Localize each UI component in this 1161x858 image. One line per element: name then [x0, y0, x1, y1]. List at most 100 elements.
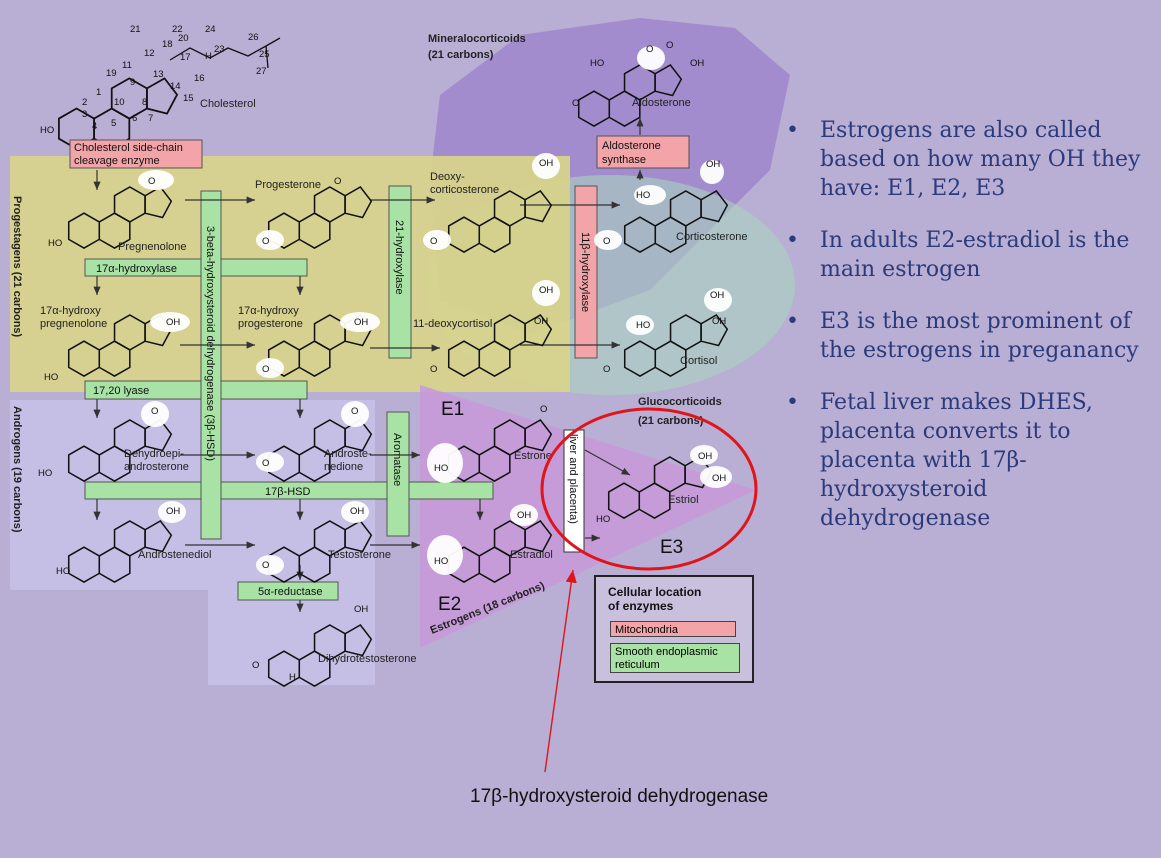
estrone-label: Estrone	[514, 450, 552, 462]
atom-oh: OH	[166, 506, 180, 517]
reductase-5a-box	[237, 581, 339, 601]
mineralocorticoids-label: Mineralocorticoids	[428, 33, 526, 45]
enzyme-pointer-arrow	[544, 569, 577, 773]
atom-oh: OH	[539, 158, 553, 169]
testosterone-label: Testosterone	[328, 549, 391, 561]
carbon-number-3: 3	[82, 109, 87, 120]
enzyme-caption: 17β-hydroxysteroid dehydrogenase	[470, 786, 769, 807]
bullet-text: In adults E2-estradiol is the main estro…	[820, 228, 1130, 282]
atom-o: O	[430, 236, 437, 247]
carbon-number-8: 8	[142, 97, 147, 108]
carbon-number-2: 2	[82, 97, 87, 108]
atom-ho: HO	[590, 58, 604, 69]
atom-o: O	[252, 660, 259, 671]
atom-ho: HO	[56, 566, 70, 577]
carbon-number-9: 9	[130, 77, 135, 88]
side-chain-enzyme-line1: Cholesterol side-chain	[74, 142, 183, 154]
carbon-number-22: 22	[172, 24, 183, 35]
atom-ho: HO	[434, 463, 448, 474]
aldosterone-synthase-box	[596, 135, 690, 169]
bullet-dot-icon: •	[786, 228, 799, 253]
atom-o: O	[351, 406, 358, 417]
atom-ho: HO	[38, 468, 52, 479]
estradiol-label: Estradiol	[510, 549, 553, 561]
atom-h: H	[289, 672, 296, 683]
marker-e2: E2	[438, 594, 461, 615]
carbon-number-14: 14	[170, 81, 181, 92]
atom-oh: OH	[712, 473, 726, 484]
carbon-number-6: 6	[132, 113, 137, 124]
carbon-number-4: 4	[92, 121, 97, 132]
side-chain-enzyme-box	[69, 139, 203, 169]
atom-oh: OH	[710, 290, 724, 301]
bullet-item: • Estrogens are also called based on how …	[786, 116, 1156, 203]
bullet-text: Fetal liver makes DHES, placenta convert…	[820, 390, 1093, 531]
atom-o: O	[666, 40, 673, 51]
atom-o: O	[646, 44, 653, 55]
bullet-item: •E3 is the most prominent of the estroge…	[786, 307, 1156, 365]
deoxycortisol-label: 11-deoxycortisol	[413, 318, 492, 330]
bullet-dot-icon: •	[786, 118, 799, 143]
atom-o: O	[262, 364, 269, 375]
hsd-17b-label: 17β-HSD	[265, 486, 311, 498]
atom-oh: OH	[350, 506, 364, 517]
lyase-1720-label: 17,20 lyase	[93, 385, 149, 397]
hydroxy-preg-line2: pregnenolone	[40, 318, 107, 330]
dhea-line1: Dehydroepi-	[124, 448, 184, 460]
marker-e1: E1	[441, 399, 464, 420]
carbon-number-27: 27	[256, 66, 267, 77]
androstenedione-line1: Androste-	[324, 448, 372, 460]
atom-o: O	[603, 364, 610, 375]
carbon-number-16: 16	[194, 73, 205, 84]
atom-ho: HO	[596, 514, 610, 525]
carbon-number-23: 23	[214, 44, 225, 55]
atom-oh: OH	[698, 451, 712, 462]
bullet-text: Estrogens are also called based on how m…	[820, 118, 1141, 201]
atom-o: O	[262, 236, 269, 247]
carbon-number-5: 5	[111, 118, 116, 129]
legend-mitochondria: Mitochondria	[610, 621, 736, 637]
androstenediol-label: Androstenediol	[138, 549, 211, 561]
aldosterone-synthase-line2: synthase	[602, 154, 646, 166]
carbon-number-26: 26	[248, 32, 259, 43]
atom-labels: O HO O O OH O HO OH O O O HO OH O OH HO …	[38, 40, 726, 683]
hydroxy-prog-line2: progesterone	[238, 318, 303, 330]
estriol-label: Estriol	[668, 494, 699, 506]
corticosterone-label: Corticosterone	[676, 231, 748, 243]
hydroxylase-17a-label: 17α-hydroxylase	[96, 263, 177, 275]
atom-o: O	[430, 364, 437, 375]
carbon-number-13: 13	[153, 69, 164, 80]
hydroxylase-11b-label: 11β-hydroxylase	[579, 232, 591, 312]
hydroxylase-21-label: 21-hydroxylase	[393, 220, 405, 295]
functional-group-highlights	[138, 46, 732, 575]
androstenedione-line2: nedione	[324, 461, 363, 473]
atom-oh: OH	[354, 317, 368, 328]
lyase-1720-box	[84, 380, 308, 400]
bullet-item: • In adults E2-estradiol is the main estr…	[786, 226, 1156, 284]
side-chain-enzyme-line2: cleavage enzyme	[74, 155, 160, 167]
atom-oh: OH	[539, 285, 553, 296]
dhea-line2: androsterone	[124, 461, 189, 473]
mineralocorticoids-sublabel: (21 carbons)	[428, 49, 494, 61]
carbon-number-25: 25	[259, 49, 270, 60]
cortisol-label: Cortisol	[680, 355, 717, 367]
aromatase-label: Aromatase	[391, 433, 403, 486]
cholesterol-h: H	[205, 51, 212, 62]
carbon-number-15: 15	[183, 93, 194, 104]
atom-ho: HO	[636, 190, 650, 201]
atom-o: O	[262, 560, 269, 571]
aromatase-box	[386, 411, 410, 537]
carbon-number-12: 12	[144, 48, 155, 59]
atom-oh: OH	[712, 316, 726, 327]
e3-highlight-circle	[540, 407, 758, 571]
bullet-text: E3 is the most prominent of the estrogen…	[820, 309, 1139, 363]
atom-oh: OH	[354, 604, 368, 615]
atom-oh: OH	[166, 317, 180, 328]
androgens-region	[10, 400, 375, 685]
atom-ho: HO	[434, 556, 448, 567]
